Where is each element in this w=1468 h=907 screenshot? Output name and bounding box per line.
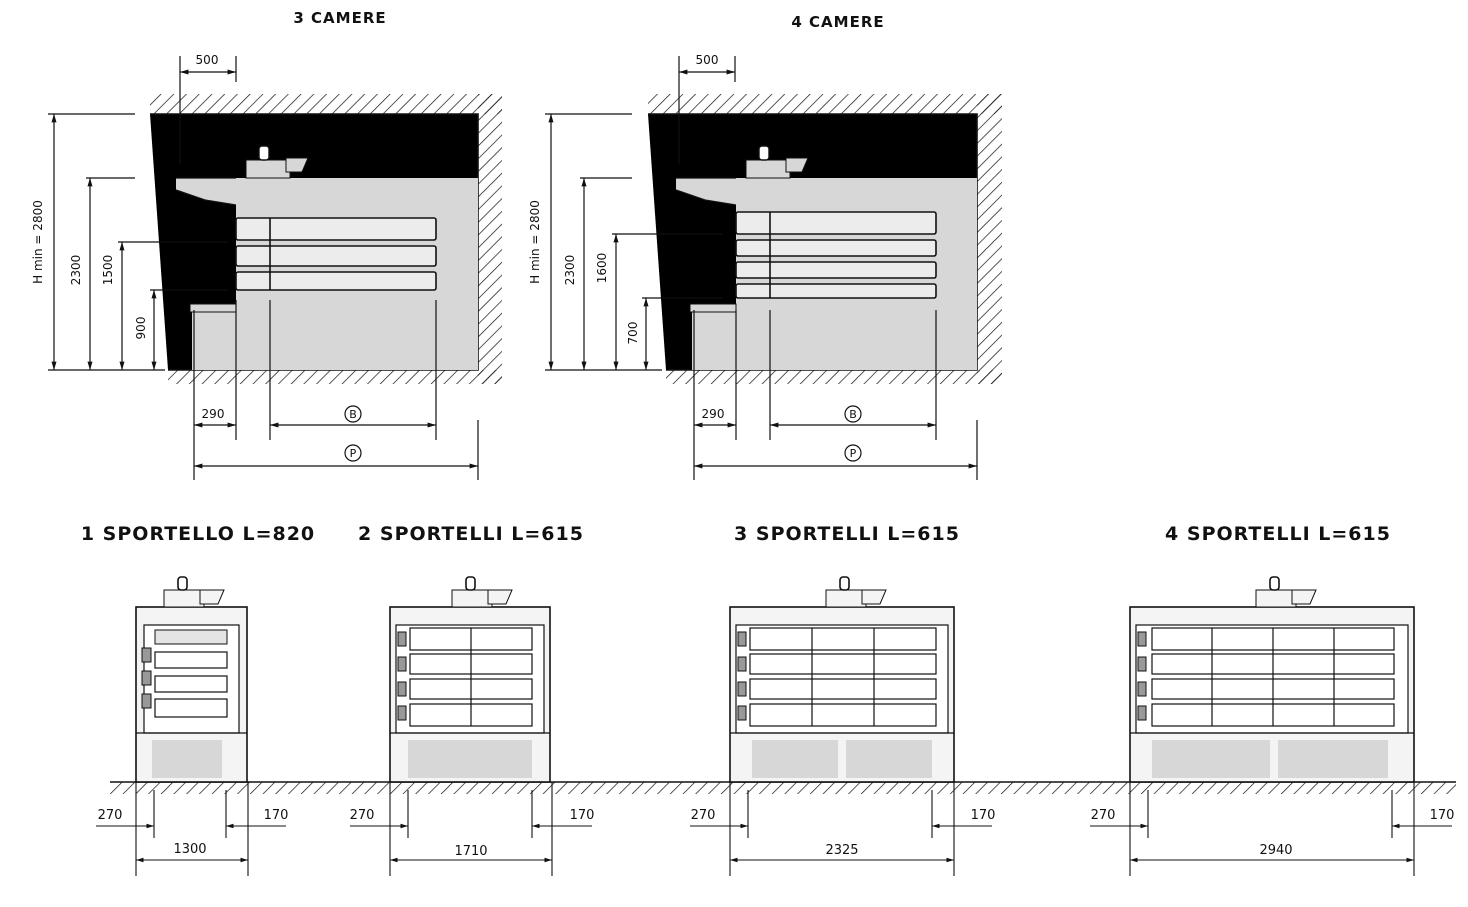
h-upper-label: 1600 [595, 253, 609, 284]
h-upper-label: 1500 [101, 255, 115, 286]
front-view-3-sportelli [729, 576, 955, 783]
step-label: 290 [202, 407, 225, 421]
front-view-4-sportelli [1129, 576, 1415, 783]
front2-right-dim: 170 [570, 808, 595, 823]
front1-width-dim: 1300 [173, 842, 206, 857]
front-title-3: 3 SPORTELLI L=615 [734, 523, 960, 545]
top-offset-label: 500 [696, 53, 719, 67]
front-step [192, 308, 236, 370]
front2-left-dim: 270 [350, 808, 375, 823]
hood [176, 178, 236, 205]
step-label: 290 [702, 407, 725, 421]
front3-right-dim: 170 [971, 808, 996, 823]
front1-right-dim: 170 [264, 808, 289, 823]
floor-hatch [168, 370, 502, 384]
h-total-label: 2300 [69, 255, 83, 286]
dim-p-label: P [350, 447, 357, 460]
floor-hatch-front [110, 782, 1456, 794]
h-min-label: H min = 2800 [528, 200, 542, 284]
section-title: 3 CAMERE [293, 9, 386, 27]
front4-width-dim: 2940 [1259, 843, 1292, 858]
h-lower-label: 700 [626, 322, 640, 345]
front-view-2-sportelli [389, 576, 551, 783]
front4-left-dim: 270 [1091, 808, 1116, 823]
wall-hatch [478, 94, 502, 384]
dim-b-label: B [849, 408, 857, 421]
front4-right-dim: 170 [1430, 808, 1455, 823]
front1-left-dim: 270 [98, 808, 123, 823]
h-min-label: H min = 2800 [31, 200, 45, 284]
front-view-1-sportello [135, 576, 248, 783]
front2-width-dim: 1710 [454, 844, 487, 859]
front-title-1: 1 SPORTELLO L=820 [81, 523, 315, 545]
front-title-4: 4 SPORTELLI L=615 [1165, 523, 1391, 545]
dim-b-label: B [349, 408, 357, 421]
h-lower-label: 900 [134, 317, 148, 340]
section-view-3-camere: 3 CAMERE H min = 2800 2300 [31, 9, 502, 480]
top-offset-label: 500 [196, 53, 219, 67]
front3-width-dim: 2325 [825, 843, 858, 858]
h-total-label: 2300 [563, 255, 577, 286]
front-title-2: 2 SPORTELLI L=615 [358, 523, 584, 545]
front3-left-dim: 270 [691, 808, 716, 823]
section-view-4-camere: 4 CAMERE H min = 2800 2300 1600 [528, 13, 1002, 480]
ceiling-hatch [150, 94, 502, 114]
section-title: 4 CAMERE [791, 13, 884, 31]
dim-p-label: P [850, 447, 857, 460]
